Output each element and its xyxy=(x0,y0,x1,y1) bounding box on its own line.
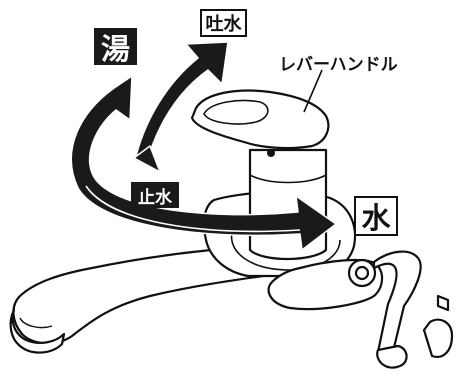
stop-water-label: 止水 xyxy=(131,182,179,208)
faucet-body xyxy=(203,148,357,278)
faucet-mount xyxy=(267,250,454,369)
lever-leader-line xyxy=(303,69,323,113)
spout-water-label: 吐水 xyxy=(200,9,247,37)
faucet-spout xyxy=(9,246,294,354)
hot-water-label: 湯 xyxy=(94,28,137,66)
spout-stop-arrow xyxy=(127,41,229,159)
lever-handle-label: レバーハンドル xyxy=(279,55,398,75)
stop-direction-arrowhead xyxy=(133,145,161,173)
cold-water-label: 水 xyxy=(354,196,398,236)
arrow-highlight-line xyxy=(85,185,301,233)
lever-handle-shape xyxy=(190,89,330,150)
